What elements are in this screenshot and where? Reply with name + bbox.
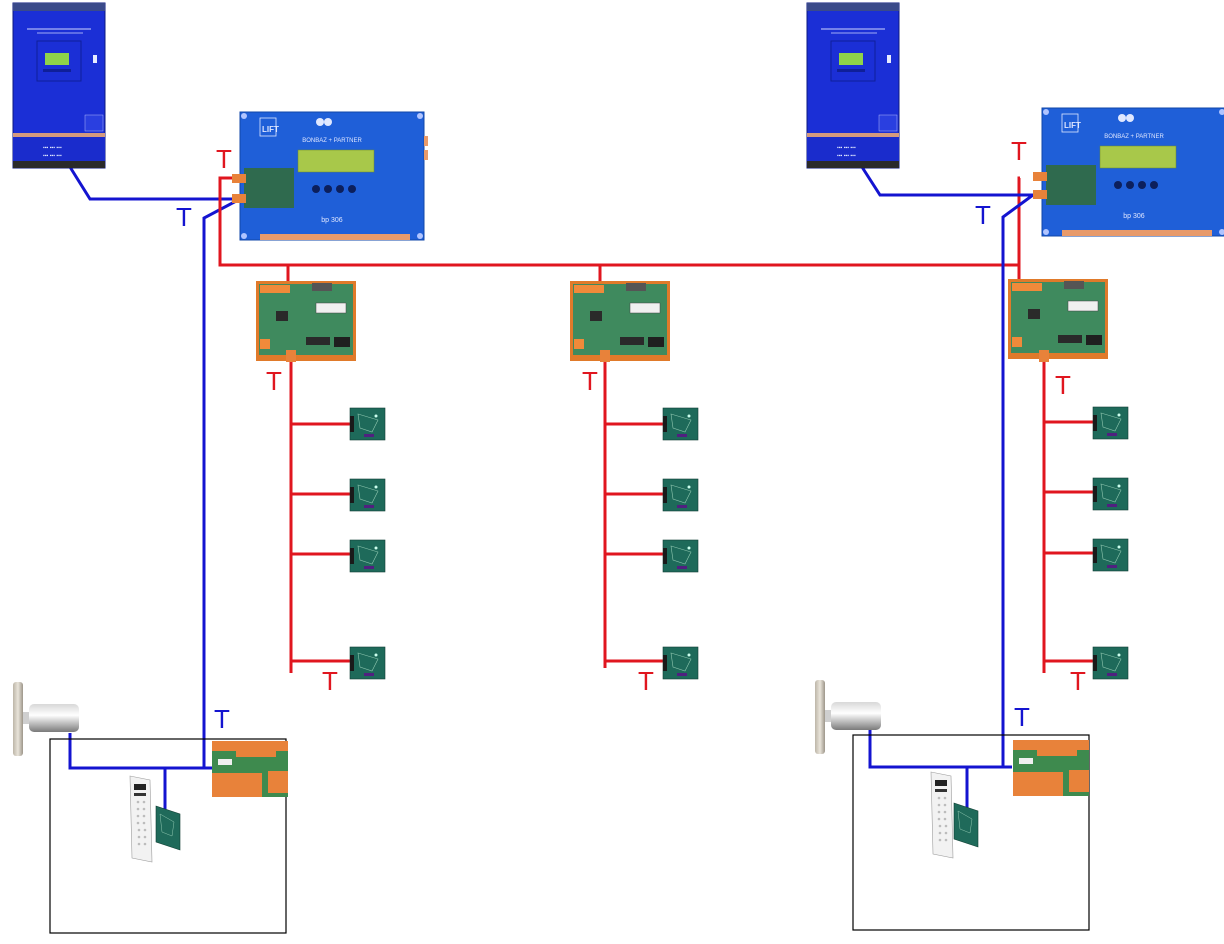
left-controller: BONBAZ + PARTNER bp 306 <box>239 111 429 241</box>
left-car-operating-panel <box>129 775 153 863</box>
floor-node <box>349 478 386 512</box>
terminator-label: T <box>1011 136 1027 166</box>
left-car-box <box>49 738 287 934</box>
left-bus-master-connector <box>286 350 296 362</box>
terminator-label: T <box>1014 702 1030 732</box>
floor-node <box>662 646 699 680</box>
right-bus-master <box>1007 278 1109 360</box>
left-bus-master <box>255 280 357 362</box>
left-floor-nodes <box>349 407 386 680</box>
floor-node <box>1092 646 1129 680</box>
floor-node <box>662 407 699 441</box>
right-floor-nodes <box>1092 406 1129 680</box>
floor-node <box>1092 477 1129 511</box>
controller-brand: BONBAZ + PARTNER <box>302 138 362 144</box>
terminator-label: T <box>1070 666 1086 696</box>
controller-model: bp 306 <box>321 217 343 224</box>
left-floor-bus <box>289 355 350 673</box>
right-bus-master-connector <box>1039 350 1049 362</box>
middle-bus-master <box>569 280 671 362</box>
middle-bus-master-connector <box>600 350 610 362</box>
left-controller-interface <box>232 168 294 208</box>
terminator-label: T <box>216 144 232 174</box>
right-car-node <box>953 802 979 848</box>
left-car-node <box>155 805 181 851</box>
floor-node <box>349 407 386 441</box>
right-floor-bus <box>1042 360 1093 673</box>
right-car-board <box>1013 740 1089 796</box>
middle-floor-nodes <box>662 407 699 680</box>
controller-brand: BONBAZ + PARTNER <box>1104 134 1164 140</box>
terminator-label: T <box>582 366 598 396</box>
floor-node <box>349 539 386 573</box>
terminator-label: T <box>638 666 654 696</box>
left-car-board <box>212 741 288 797</box>
left-red-bus <box>218 176 1021 285</box>
terminator-label: T <box>975 200 991 230</box>
floor-node <box>349 646 386 680</box>
terminator-label: T <box>1055 370 1071 400</box>
floor-node <box>662 539 699 573</box>
right-controller: BONBAZ + PARTNER bp 306 <box>1041 107 1224 237</box>
left-inverter <box>12 2 106 169</box>
terminator-label: T <box>176 202 192 232</box>
right-car-operating-panel <box>930 771 954 859</box>
terminator-label: T <box>322 666 338 696</box>
right-blue-bus <box>860 166 1034 808</box>
right-car-box <box>852 734 1090 931</box>
terminator-labels: T T T T T T T T T T T T <box>176 136 1086 734</box>
terminator-label: T <box>266 366 282 396</box>
floor-node <box>662 478 699 512</box>
terminator-label: T <box>214 704 230 734</box>
left-blue-bus <box>68 166 241 810</box>
floor-node <box>1092 538 1129 572</box>
floor-node <box>1092 406 1129 440</box>
controller-model: bp 306 <box>1123 213 1145 220</box>
right-controller-interface <box>1033 165 1096 205</box>
middle-floor-bus <box>603 355 663 668</box>
right-inverter <box>806 2 900 169</box>
